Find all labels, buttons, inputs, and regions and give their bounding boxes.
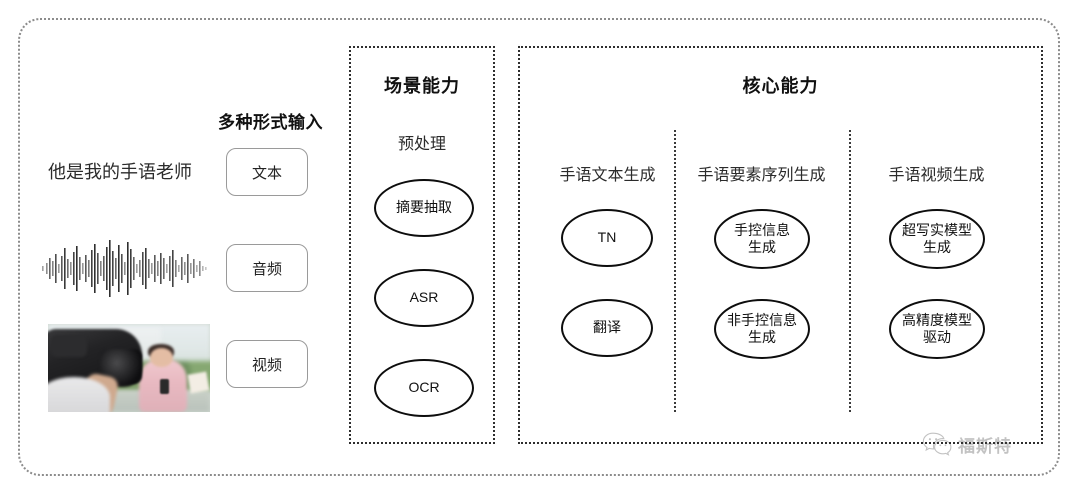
- core-panel-title: 核心能力: [742, 76, 819, 96]
- core-node-high-precision-model-driving[interactable]: 高精度模型驱动: [889, 299, 985, 359]
- scene-group-label: 预处理: [397, 136, 446, 153]
- video-thumbnail-icon: [48, 324, 210, 412]
- modality-box-video[interactable]: 视频: [226, 340, 308, 388]
- core-column-sign-element-sequence-generation: 手语要素序列生成 手控信息生成 非手控信息生成: [674, 48, 849, 442]
- core-node-translation[interactable]: 翻译: [561, 299, 653, 357]
- core-node-non-manual-info-generation[interactable]: 非手控信息生成: [714, 299, 810, 359]
- watermark-text: 福斯特: [958, 436, 1012, 456]
- scene-node-summary-extraction[interactable]: 摘要抽取: [374, 179, 474, 237]
- modality-box-audio[interactable]: 音频: [226, 244, 308, 292]
- core-node-tn[interactable]: TN: [561, 209, 653, 267]
- waveform-icon: [42, 240, 207, 297]
- multimodal-input-zone: 多种形式输入 他是我的手语老师: [30, 40, 330, 460]
- core-column-divider-1: [674, 130, 676, 412]
- core-column-3-label: 手语视频生成: [888, 167, 985, 184]
- input-zone-heading: 多种形式输入: [218, 113, 323, 132]
- core-column-1-label: 手语文本生成: [559, 167, 656, 184]
- watermark: 福斯特: [922, 431, 1012, 457]
- outer-dotted-frame: [18, 18, 1060, 476]
- core-node-hyperrealistic-model-generation[interactable]: 超写实模型生成: [889, 209, 985, 269]
- core-node-manual-info-generation[interactable]: 手控信息生成: [714, 209, 810, 269]
- scene-capability-panel: 场景能力 预处理 摘要抽取 ASR OCR: [349, 46, 495, 444]
- scene-node-asr[interactable]: ASR: [374, 269, 474, 327]
- core-column-2-label: 手语要素序列生成: [697, 167, 826, 184]
- core-column-sign-video-generation: 手语视频生成 超写实模型生成 高精度模型驱动: [849, 48, 1024, 442]
- sample-sentence-text: 他是我的手语老师: [48, 162, 192, 182]
- core-capability-panel: 核心能力 手语文本生成 TN 翻译 手语要素序列生成 手控信息生成 非手控信息生…: [518, 46, 1043, 444]
- wechat-icon: [922, 432, 952, 456]
- modality-box-text[interactable]: 文本: [226, 148, 308, 196]
- core-column-sign-text-generation: 手语文本生成 TN 翻译: [520, 48, 695, 442]
- scene-node-ocr[interactable]: OCR: [374, 359, 474, 417]
- scene-panel-title: 场景能力: [384, 76, 460, 96]
- core-column-divider-2: [849, 130, 851, 412]
